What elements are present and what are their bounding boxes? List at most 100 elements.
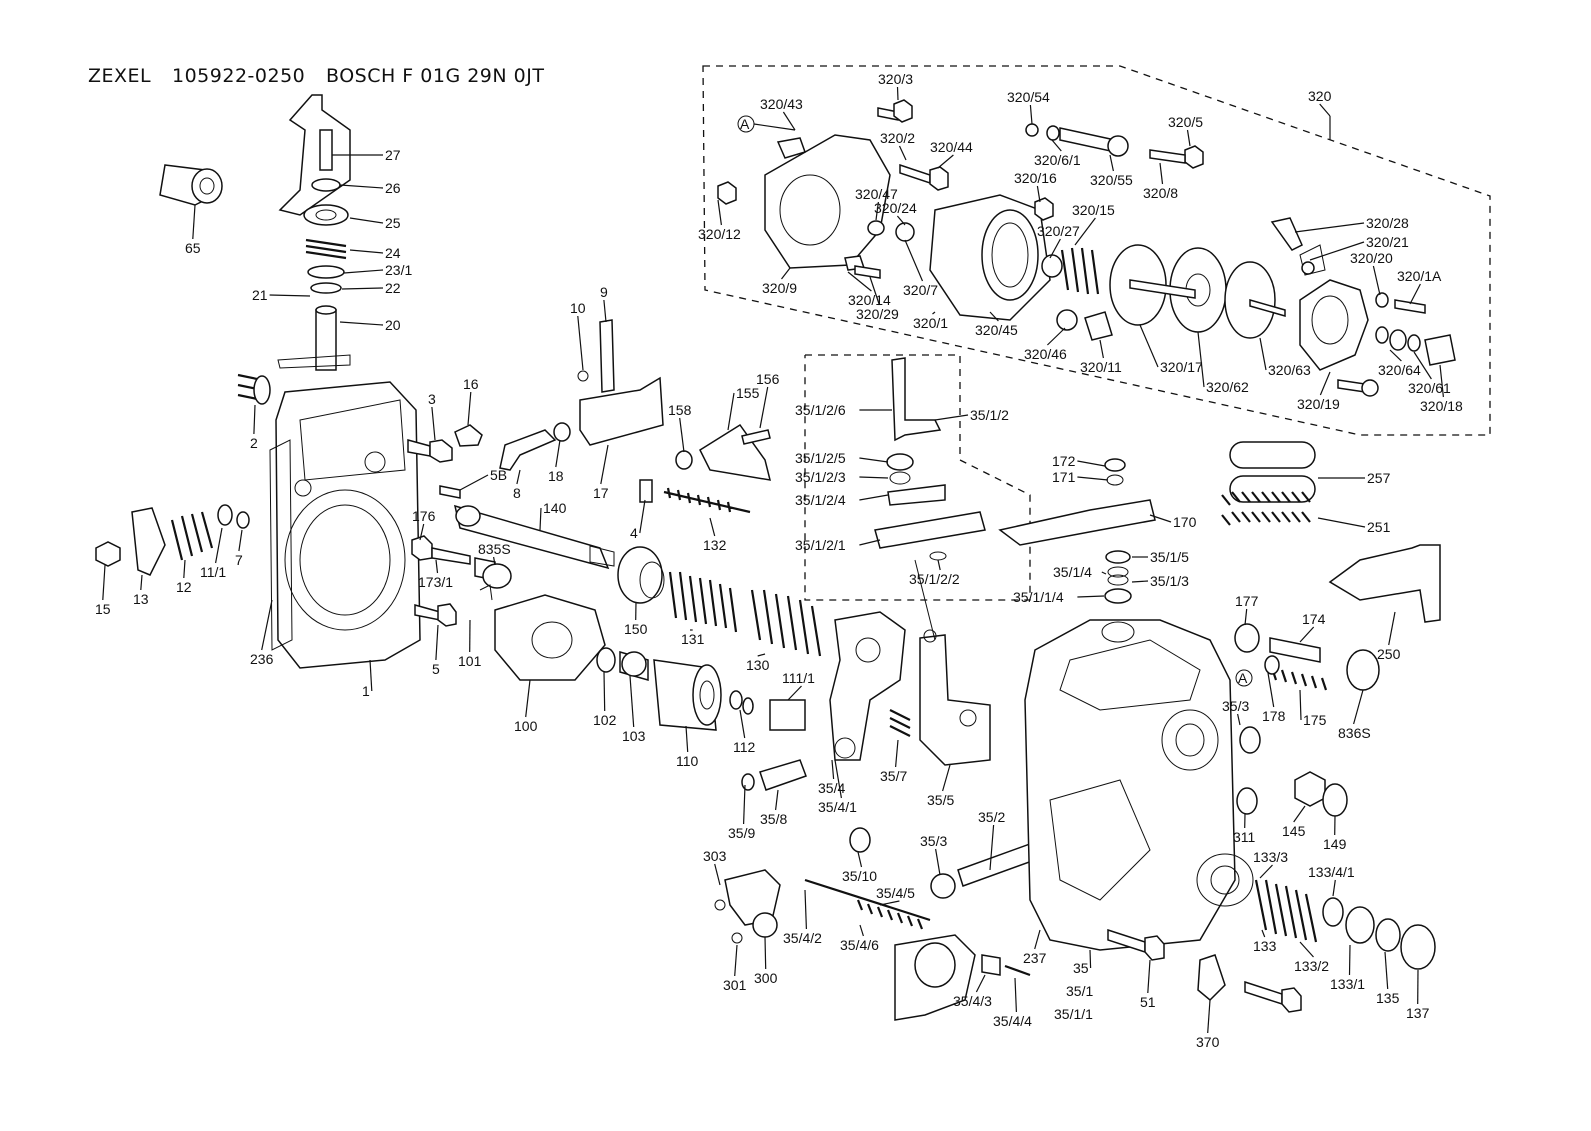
part-label-13: 13 — [133, 591, 149, 607]
pin-35-8 — [741, 759, 807, 791]
leader-320-28 — [1294, 222, 1365, 233]
leader-171 — [1077, 476, 1109, 481]
leader-2 — [253, 404, 256, 435]
part-label-35-10: 35/10 — [842, 868, 877, 884]
part-label-35-1-1: 35/1/1 — [1054, 1006, 1093, 1022]
part-label-836S: 836S — [1338, 725, 1371, 741]
part-label-155: 155 — [736, 385, 760, 401]
leader-23-1 — [343, 269, 384, 274]
leader-301 — [734, 944, 738, 977]
part-label-172: 172 — [1052, 453, 1076, 469]
part-label-21: 21 — [252, 287, 268, 303]
part-label-133-2: 133/2 — [1294, 958, 1329, 974]
leader-35-1-2-5 — [859, 457, 889, 463]
part-label-149: 149 — [1323, 836, 1347, 852]
nut-172 — [1104, 458, 1126, 472]
nut-35-4-3 — [981, 954, 1031, 977]
part-label-35-2: 35/2 — [978, 809, 1005, 825]
brand-label: ZEXEL — [88, 65, 151, 87]
part-label-251: 251 — [1367, 519, 1391, 535]
bolt-320-24 — [717, 181, 737, 205]
seal-311 — [1236, 787, 1258, 815]
leader-35-3 — [935, 848, 941, 876]
leader-320-64 — [1389, 349, 1402, 362]
part-label-35-1-3: 35/1/3 — [1150, 573, 1189, 589]
leader-10 — [577, 315, 584, 371]
part-label-320-16: 320/16 — [1014, 170, 1057, 186]
part-label-320-24: 320/24 — [874, 200, 917, 216]
spring-132 — [663, 487, 751, 514]
screw-174 — [1269, 637, 1321, 663]
leader-158 — [679, 417, 685, 453]
part-label-320-3: 320/3 — [878, 71, 913, 87]
seat-133-1 — [1345, 906, 1375, 944]
leader-177 — [1244, 608, 1248, 626]
leader-100 — [525, 679, 531, 718]
bracket-250 — [1328, 544, 1441, 623]
seal-320-45 — [1056, 309, 1078, 331]
part-label-133: 133 — [1253, 938, 1277, 954]
leader-35-1-3 — [1131, 580, 1149, 583]
leader-35-10 — [857, 851, 863, 868]
drive-shaft-140 — [453, 504, 615, 570]
bush-35-10 — [849, 827, 871, 853]
leader-320-54 — [1029, 104, 1033, 125]
leader-102 — [603, 671, 606, 712]
leader-320-46 — [1046, 327, 1066, 346]
leader-130 — [757, 653, 766, 657]
part-label-301: 301 — [723, 977, 747, 993]
leader-35 — [1089, 949, 1092, 969]
leader-156 — [759, 386, 769, 429]
leader-35-1-2-4 — [859, 494, 889, 501]
part-label-175: 175 — [1303, 712, 1327, 728]
leader-13 — [140, 574, 143, 591]
seal-178 — [1264, 655, 1280, 675]
leader-35-4-3 — [975, 974, 986, 993]
leader-300 — [764, 936, 767, 970]
leader-35-8 — [775, 789, 779, 811]
part-label-35-3: 35/3 — [1222, 698, 1249, 714]
diagram-title: ZEXEL 105922-0250 BOSCH F 01G 29N 0JT — [88, 65, 544, 87]
part-label-35-4-1: 35/4/1 — [818, 799, 857, 815]
part-label-35-1-4: 35/1/4 — [1053, 564, 1092, 580]
leader-320-19 — [1319, 371, 1331, 396]
leader-320-12 — [717, 199, 722, 226]
part-label-130: 130 — [746, 657, 770, 673]
leader-35-9 — [743, 784, 746, 825]
leader-320-55 — [1109, 154, 1114, 172]
part-label-8: 8 — [513, 485, 521, 501]
leader-174 — [1299, 626, 1315, 643]
leader-170 — [1149, 514, 1172, 523]
leader-320-45 — [989, 311, 999, 322]
bolt-320-8 — [1034, 197, 1054, 221]
leader-35-1-2-1 — [859, 539, 881, 546]
spring-35-7 — [889, 709, 911, 737]
part-label-320-43: 320/43 — [760, 96, 803, 112]
part-label-320-61: 320/61 — [1408, 380, 1451, 396]
washer-171 — [1106, 474, 1124, 486]
leader-35-1-4 — [1101, 571, 1107, 575]
cover-300 — [714, 869, 781, 944]
cap-65 — [159, 164, 223, 206]
plug-320-46 — [1084, 311, 1113, 341]
part-label-320-44: 320/44 — [930, 139, 973, 155]
part-label-11-1: 11/1 — [200, 564, 226, 580]
part-label-35-3: 35/3 — [920, 833, 947, 849]
leader-51 — [1147, 959, 1151, 994]
spring-251-a — [1221, 491, 1311, 506]
bracket-370 — [1197, 954, 1226, 1002]
pin-320-62 — [1249, 299, 1286, 317]
part-label-112: 112 — [733, 739, 756, 755]
leader-111-1 — [787, 685, 802, 701]
part-label-320-27: 320/27 — [1037, 223, 1080, 239]
leader-320-17 — [1139, 324, 1159, 368]
part-label-320-29: 320/29 — [856, 306, 899, 322]
pin-center — [923, 629, 937, 643]
part-label-35-1-2: 35/1/2 — [970, 407, 1009, 423]
marker-a-text: A — [740, 116, 750, 132]
washer-320-47 — [895, 222, 915, 242]
screw-320-55 — [1149, 149, 1186, 164]
part-label-150: 150 — [624, 621, 648, 637]
part-label-133-4-1: 133/4/1 — [1308, 864, 1355, 880]
part-label-320-55: 320/55 — [1090, 172, 1133, 188]
